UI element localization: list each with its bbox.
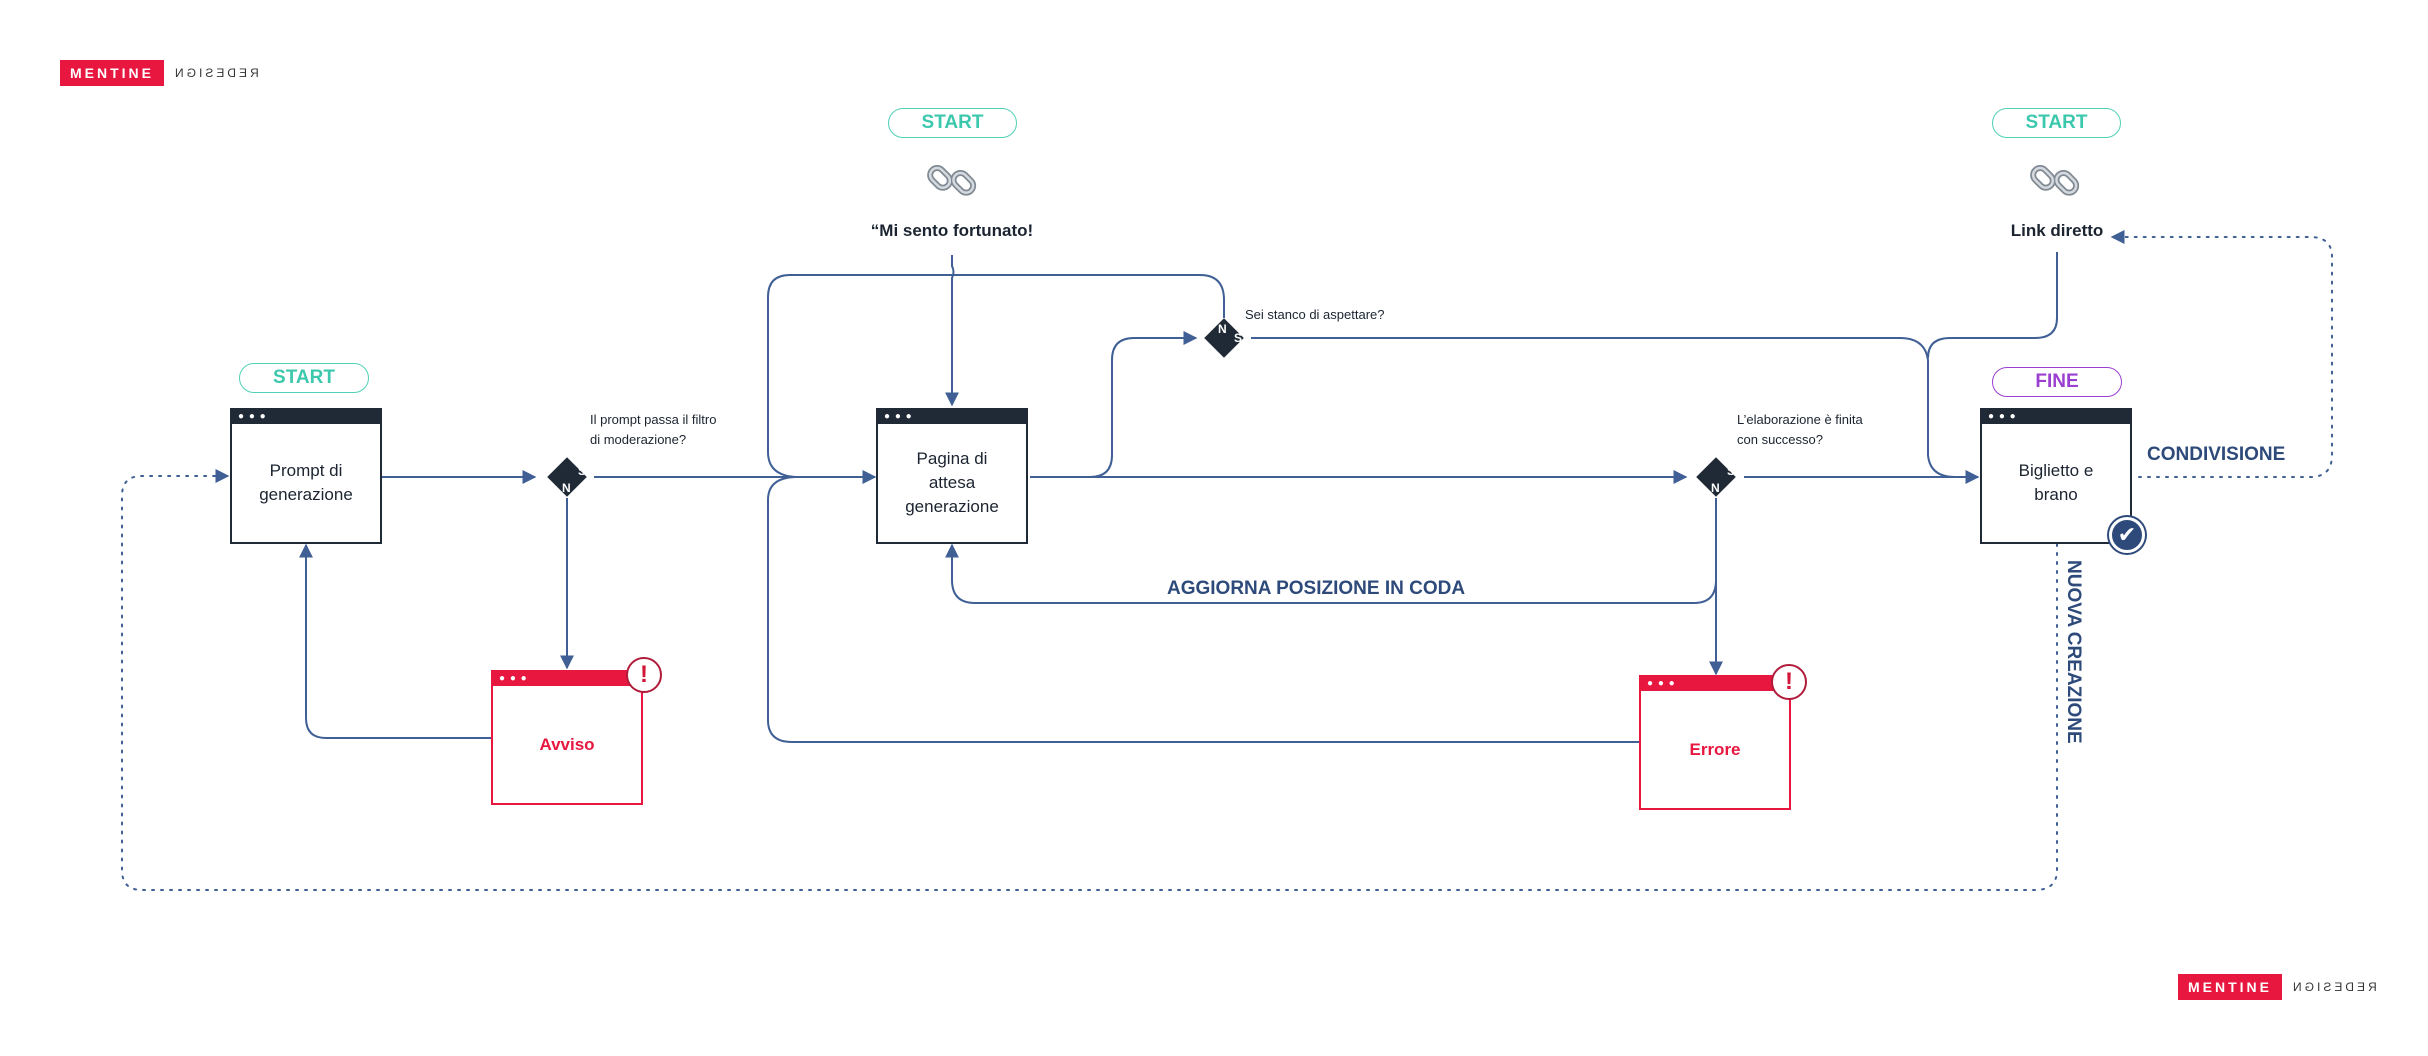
update-queue-label: AGGIORNA POSIZIONE IN CODA [1167, 578, 1466, 599]
screen-warning-label: Avviso [539, 734, 595, 754]
brand-name: MENTINE [2178, 974, 2282, 1000]
screen-error-label: Errore [1689, 739, 1741, 759]
brand-tagline: REDESIGN [172, 66, 259, 80]
processing-question-line2: con successo? [1737, 432, 1823, 447]
window-dots-icon: ● ● ● [1988, 411, 2017, 422]
moderation-yes-letter: S [578, 464, 587, 478]
processing-no-letter: N [1711, 481, 1720, 495]
screen-warning: ● ● ● Avviso [491, 670, 643, 805]
edge-tired-no-loop [767, 274, 1225, 478]
exclamation-icon: ! [626, 657, 662, 693]
tired-yes-letter: S [1234, 331, 1243, 345]
chain-link-icon [927, 165, 977, 196]
moderation-no-letter: N [562, 481, 571, 495]
moderation-question: Il prompt passa il filtro di moderazione… [590, 410, 716, 450]
screen-prompt: ● ● ● Prompt di generazione [230, 408, 382, 544]
start-pill-lucky: START [888, 108, 1017, 138]
window-dots-icon: ● ● ● [1647, 678, 1676, 689]
sharing-label: CONDIVISIONE [2147, 444, 2286, 465]
screen-prompt-label: Prompt di generazione [259, 461, 353, 504]
start-pill-link: START [1992, 108, 2121, 138]
exclamation-icon: ! [1771, 664, 1807, 700]
edge-waiting-to-tired [1030, 331, 1198, 478]
tired-no-letter: N [1218, 322, 1227, 336]
moderation-question-line1: Il prompt passa il filtro [590, 412, 717, 427]
screen-waiting-label: Pagina di attesa generazione [905, 449, 999, 516]
entry-lucky-caption: “Mi sento fortunato! [870, 221, 1034, 240]
screen-ticket: ● ● ● Biglietto e brano [1980, 408, 2132, 544]
entry-direct-link-caption: Link diretto [2010, 221, 2104, 240]
decision-moderation [547, 457, 587, 497]
checkmark-icon: ✔ [2109, 517, 2145, 553]
screen-waiting: ● ● ● Pagina di attesa generazione [876, 408, 1028, 544]
edge-error-loop [767, 476, 1641, 743]
new-creation-label: NUOVA CREAZIONE [2063, 560, 2084, 744]
processing-yes-letter: S [1727, 464, 1736, 478]
moderation-question-line2: di moderazione? [590, 432, 687, 447]
start-pill-prompt: START [239, 363, 369, 393]
brand-tagline: REDESIGN [2290, 980, 2377, 994]
end-pill: FINE [1992, 367, 2122, 397]
processing-question-line1: L’elaborazione è finita [1737, 412, 1863, 427]
tired-question: Sei stanco di aspettare? [1245, 307, 1385, 322]
edge-warning-to-prompt [299, 543, 492, 739]
window-dots-icon: ● ● ● [499, 673, 528, 684]
edge-update-queue [945, 498, 1717, 604]
screen-ticket-label: Biglietto e brano [2018, 461, 2094, 504]
window-dots-icon: ● ● ● [238, 411, 267, 422]
edge-link-to-ticket [1927, 252, 2058, 359]
processing-question: L’elaborazione è finita con successo? [1737, 410, 1863, 450]
brand-logo-top: MENTINE REDESIGN [60, 60, 259, 86]
edge-new-creation [121, 469, 2058, 891]
edge-tired-yes-to-ticket [1251, 337, 1956, 478]
window-dots-icon: ● ● ● [884, 411, 913, 422]
chain-link-icon [2030, 165, 2080, 196]
edge-lucky-to-waiting [945, 255, 959, 407]
edge-sharing [2110, 230, 2333, 478]
brand-name: MENTINE [60, 60, 164, 86]
brand-logo-bottom: MENTINE REDESIGN [2178, 974, 2377, 1000]
screen-error: ● ● ● Errore [1639, 675, 1791, 810]
